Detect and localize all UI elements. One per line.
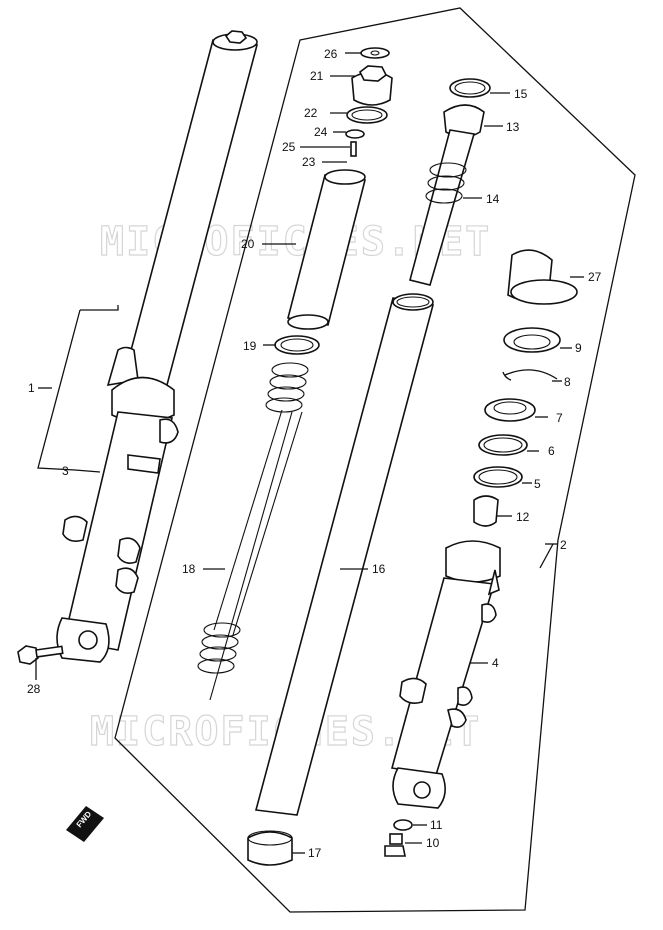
callout-1: 1 [28,381,35,395]
callout-15: 15 [514,87,528,101]
callout-5: 5 [534,477,541,491]
bolt-10 [384,833,406,857]
cylinder-and-tube [247,78,491,866]
assembly-outline-frame [114,7,636,913]
outer-tube-4 [390,540,501,809]
callout-6: 6 [548,444,555,458]
callout-20: 20 [241,237,255,251]
callout-3: 3 [62,464,69,478]
callout-12: 12 [516,510,530,524]
callout-19: 19 [243,339,257,353]
callout-8: 8 [564,375,571,389]
callout-7: 7 [556,411,563,425]
callout-24: 24 [314,125,328,139]
callout-21: 21 [310,69,324,83]
bolt-28 [17,645,64,665]
callout-25: 25 [282,140,296,154]
callout-10: 10 [426,836,440,850]
callout-14: 14 [486,192,500,206]
callout-17: 17 [308,846,322,860]
assembled-fork-leg [56,30,259,663]
callout-bracket-1-side [37,309,81,471]
callout-23: 23 [302,155,316,169]
callout-4: 4 [492,656,499,670]
washer-11 [393,819,413,831]
callout-bracket-1 [80,305,119,311]
callout-16: 16 [372,562,386,576]
callout-11: 11 [430,818,443,832]
leader-lines [35,52,584,854]
seal-parts-column [473,249,578,527]
callout-27: 27 [588,270,602,284]
callout-22: 22 [304,106,318,120]
callout-9: 9 [575,341,582,355]
callout-labels: 1 2 3 4 5 6 7 8 9 10 11 12 13 14 15 16 1… [27,47,602,860]
spring-rod-assembly [197,47,393,701]
callout-18: 18 [182,562,196,576]
callout-28: 28 [27,682,41,696]
callout-13: 13 [506,120,520,134]
fwd-direction-badge: FWD [66,806,104,842]
callout-2: 2 [560,538,567,552]
callout-26: 26 [324,47,338,61]
